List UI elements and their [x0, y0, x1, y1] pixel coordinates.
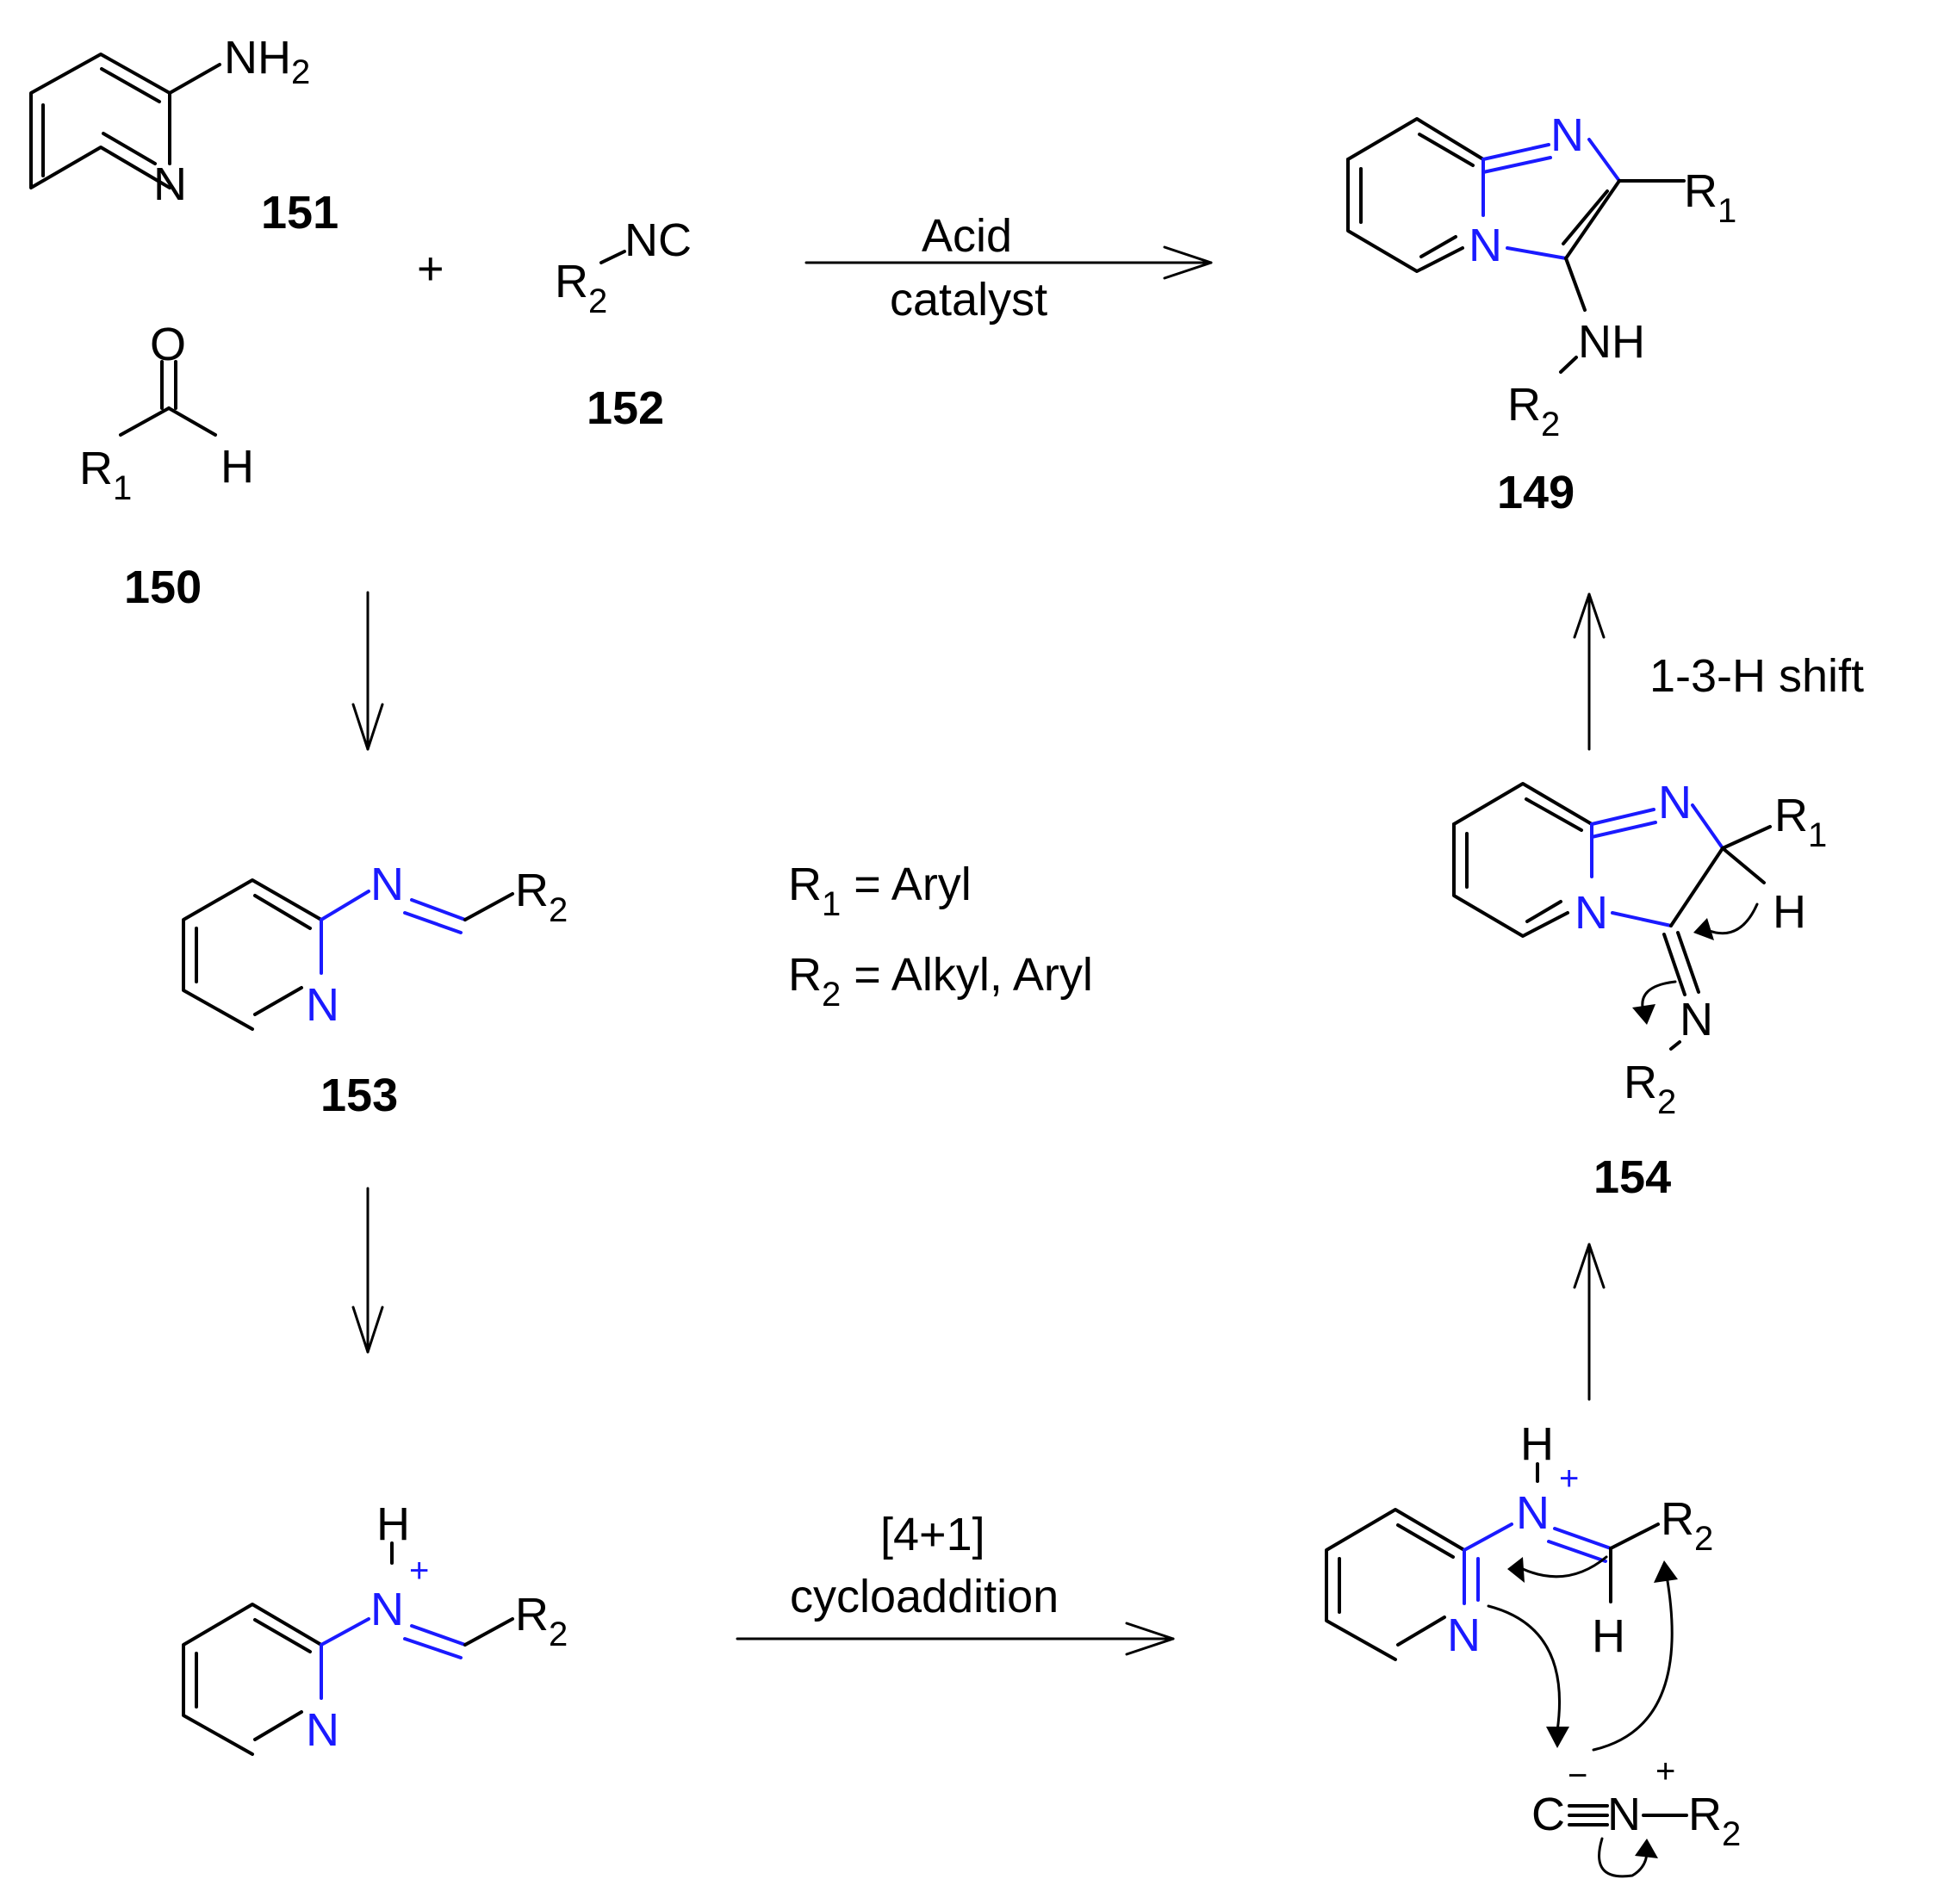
r2-label: R2 — [1624, 1057, 1676, 1121]
compound-label-152: 152 — [587, 382, 664, 434]
compound-153-structure: N N R2 — [182, 859, 568, 1031]
compound-label-153: 153 — [320, 1070, 398, 1121]
compound-154-structure: N N R1 H N R2 — [1452, 777, 1827, 1121]
plus-sign: + — [417, 243, 444, 295]
compound-label-151: 151 — [261, 187, 339, 239]
atom-n-imine: N — [370, 859, 404, 910]
compound-151-structure: N NH2 — [29, 32, 310, 210]
reaction-arrow-acid — [804, 245, 1213, 280]
arrow-153-to-iminium — [351, 1187, 384, 1354]
reaction-arrow-cycloaddition — [736, 1622, 1175, 1656]
r2-label: R2 — [1661, 1493, 1713, 1558]
atom-o: O — [150, 319, 186, 370]
positive-charge: + — [1559, 1460, 1579, 1498]
arrow-154-to-149 — [1573, 592, 1606, 751]
compound-label-149: 149 — [1497, 467, 1575, 518]
atom-n-iminium: N — [1516, 1487, 1550, 1539]
atom-n-bridge: N — [1469, 220, 1502, 271]
atom-n-imine: N — [1680, 994, 1713, 1045]
r1-label: R1 — [1684, 165, 1736, 230]
atom-n-top: N — [1658, 777, 1692, 828]
compound-label-150: 150 — [124, 561, 202, 613]
positive-charge: + — [409, 1552, 429, 1590]
nh2-label: NH2 — [224, 32, 310, 91]
r2-label: R2 — [515, 865, 568, 929]
positive-charge-isocyanide: + — [1655, 1752, 1675, 1790]
atom-h-top: H — [1520, 1418, 1554, 1470]
compound-149-structure: N N R1 NH R2 — [1346, 109, 1736, 443]
r1-definition: R1 = Aryl — [788, 859, 972, 923]
r2-label-isocyanide: R2 — [1688, 1789, 1741, 1853]
compound-150-structure: O H R1 — [79, 319, 254, 507]
arrow-150-to-153 — [351, 591, 384, 751]
r1-label: R1 — [79, 443, 132, 507]
r2-definition: R2 = Alkyl, Aryl — [788, 949, 1093, 1014]
arrow-label-catalyst: catalyst — [890, 274, 1047, 326]
iminium-isocyanide-complex: H N N + R2 H C − N + R2 — [1325, 1418, 1741, 1878]
compound-152-structure: NC R2 — [555, 214, 692, 320]
r1-label: R1 — [1774, 790, 1827, 854]
arrow-label-cyclo-bottom: cycloaddition — [790, 1571, 1059, 1622]
nc-label: NC — [624, 214, 692, 266]
atom-n: N — [153, 158, 187, 210]
r2-label: R2 — [515, 1589, 568, 1653]
atom-n-ring: N — [306, 979, 339, 1031]
r2-label: R2 — [1507, 379, 1560, 443]
atom-n-iminium: N — [370, 1584, 404, 1635]
arrow-label-h-shift: 1-3-H shift — [1649, 650, 1864, 702]
r2-label: R2 — [555, 256, 607, 320]
atom-h-bottom: H — [1592, 1610, 1625, 1662]
negative-charge: − — [1568, 1757, 1587, 1795]
atom-h: H — [221, 441, 254, 493]
compound-label-154: 154 — [1593, 1151, 1671, 1203]
arrow-label-acid: Acid — [922, 210, 1012, 262]
atom-n-ring: N — [306, 1704, 339, 1756]
atom-n-bridge: N — [1575, 887, 1608, 939]
atom-n-ring: N — [1447, 1609, 1481, 1661]
atom-n-top: N — [1550, 109, 1584, 161]
nh-label: NH — [1578, 316, 1645, 368]
atom-c: C — [1531, 1789, 1565, 1840]
atom-n-isocyanide: N — [1607, 1789, 1641, 1840]
atom-h: H — [376, 1498, 410, 1550]
arrow-complex-to-154 — [1573, 1243, 1606, 1401]
atom-h: H — [1773, 886, 1806, 938]
arrow-label-cyclo-top: [4+1] — [880, 1509, 985, 1560]
iminium-structure: H N N + R2 — [182, 1498, 568, 1756]
